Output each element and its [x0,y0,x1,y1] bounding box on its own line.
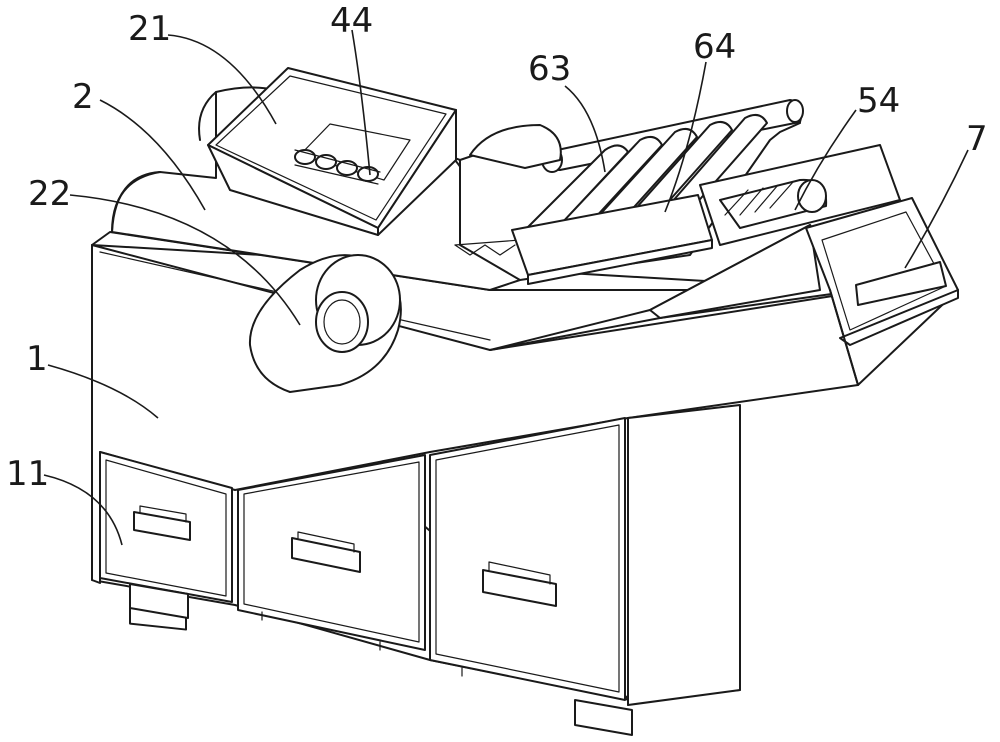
reference-labels: 21 44 2 63 64 54 7 22 1 11 [6,1,988,494]
crushing-rollers [294,149,381,185]
label-22: 22 [28,174,71,214]
discharge-chute [489,224,861,351]
hopper [207,67,457,236]
label-7: 7 [966,119,988,159]
drawer-middle [237,454,426,651]
label-11: 11 [6,454,49,494]
label-54: 54 [857,81,900,121]
drawer-right [429,417,626,701]
label-2: 2 [72,77,94,117]
motor [248,254,402,393]
sorting-rollers [454,113,768,256]
label-1: 1 [26,339,48,379]
label-64: 64 [693,27,736,67]
leader-lines [43,29,969,546]
label-44: 44 [330,1,373,41]
discharge-box [805,197,959,386]
collection-tray [511,194,713,285]
side-conveyor [699,144,901,246]
label-63: 63 [528,49,571,89]
cabinet-feet [129,583,633,736]
label-21: 21 [128,9,171,49]
